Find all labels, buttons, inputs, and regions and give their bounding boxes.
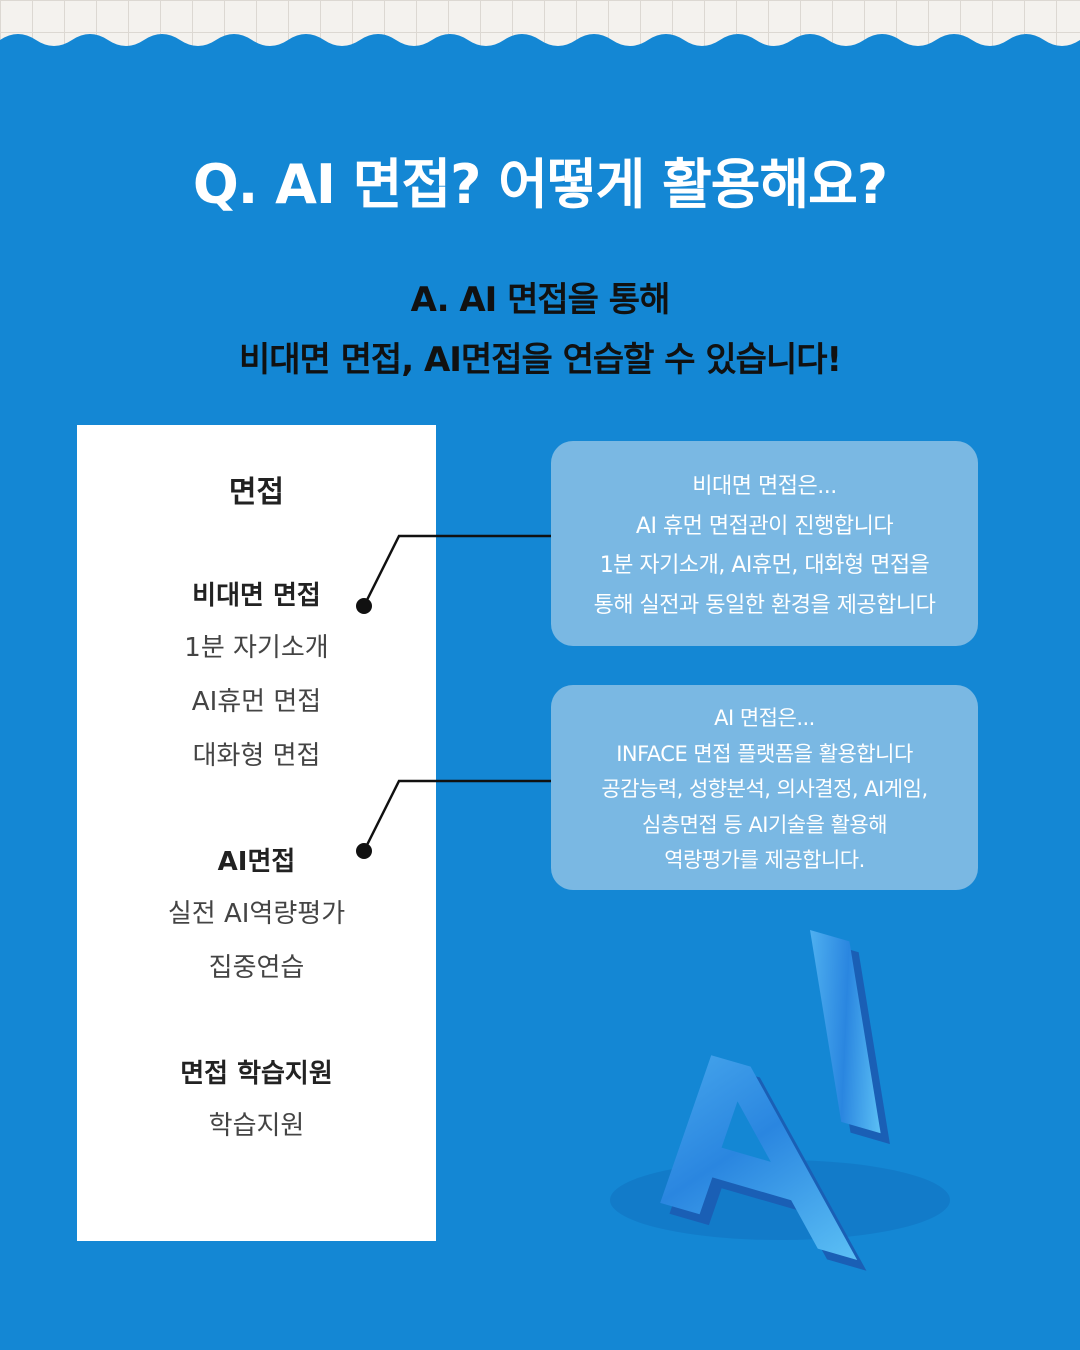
answer-line-2: 비대면 면접, AI면접을 연습할 수 있습니다!	[238, 340, 842, 380]
menu-item: 1분 자기소개	[184, 633, 329, 663]
menu-item: AI휴먼 면접	[191, 687, 322, 717]
callout-line: INFACE 면접 플랫폼을 활용합니다	[616, 741, 913, 766]
callout-line: 심층면접 등 AI기술을 활용해	[641, 812, 888, 837]
answer-line-1: A. AI 면접을 통해	[410, 280, 671, 320]
page-title: Q. AI 면접? 어떻게 활용해요?	[192, 153, 888, 216]
wave-divider	[0, 34, 1080, 68]
section-title-support: 면접 학습지원	[180, 1059, 333, 1089]
panel-heading: 면접	[228, 475, 285, 510]
remote-interview-callout: 비대면 면접은... AI 휴먼 면접관이 진행합니다 1분 자기소개, AI휴…	[551, 441, 978, 646]
section-title-ai: AI면접	[217, 847, 296, 877]
callout-line: AI 휴먼 면접관이 진행합니다	[635, 513, 894, 539]
ai-interview-callout: AI 면접은... INFACE 면접 플랫폼을 활용합니다 공감능력, 성향분…	[551, 685, 978, 890]
ai-3d-logo	[610, 929, 950, 1271]
menu-item: 실전 AI역량평가	[167, 899, 346, 929]
menu-item: 집중연습	[208, 953, 305, 983]
callout-line: 1분 자기소개, AI휴먼, 대화형 면접을	[599, 553, 930, 578]
section-title-remote: 비대면 면접	[192, 581, 321, 611]
menu-item: 대화형 면접	[192, 741, 321, 771]
callout-line: AI 면접은...	[714, 706, 815, 730]
callout-line: 역량평가를 제공합니다.	[664, 848, 865, 872]
callout-line: 통해 실전과 동일한 환경을 제공합니다	[593, 592, 936, 618]
interview-menu-panel: 면접 비대면 면접 1분 자기소개 AI휴먼 면접 대화형 면접 AI면접 실전…	[77, 425, 436, 1241]
callout-line: 공감능력, 성향분석, 의사결정, AI게임,	[601, 777, 928, 801]
callout-line: 비대면 면접은...	[692, 474, 837, 499]
menu-item: 학습지원	[208, 1111, 305, 1141]
